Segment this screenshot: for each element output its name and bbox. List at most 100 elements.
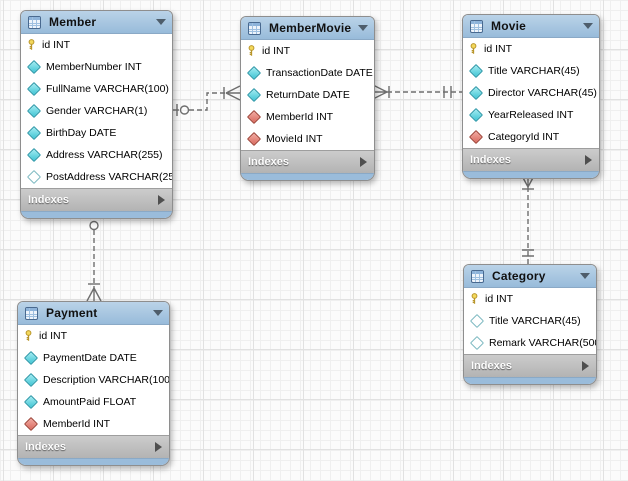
relationship-membermovie-movie[interactable] [372,84,462,100]
column-row[interactable]: PostAddress VARCHAR(255) [21,166,172,188]
column-row[interactable]: Director VARCHAR(45) [463,82,599,104]
relationship-member-membermovie[interactable] [171,85,241,116]
foreign-key-icon [23,416,39,432]
column-notnull-icon [23,394,39,410]
primary-key-icon [468,43,481,55]
column-label: ReturnDate DATE [266,89,350,101]
indexes-bar[interactable]: Indexes [463,148,599,171]
indexes-bar[interactable]: Indexes [464,354,596,377]
column-label: MemberId INT [266,111,334,123]
column-label: MemberNumber INT [46,61,142,73]
expand-arrow-icon[interactable] [582,361,589,371]
column-row[interactable]: MovieId INT [241,128,374,150]
column-label: FullName VARCHAR(100) [46,83,169,95]
column-notnull-icon [468,85,484,101]
indexes-bar[interactable]: Indexes [18,435,169,458]
primary-key-icon [23,330,36,342]
collapse-arrow-icon[interactable] [583,23,593,29]
column-row[interactable]: id INT [463,38,599,60]
column-label: MovieId INT [266,133,323,145]
column-row[interactable]: MemberId INT [18,413,169,435]
column-row[interactable]: YearReleased INT [463,104,599,126]
table-title: Payment [46,306,98,320]
column-row[interactable]: MemberNumber INT [21,56,172,78]
column-row[interactable]: id INT [464,288,596,310]
expand-arrow-icon[interactable] [585,155,592,165]
table-icon [25,306,38,320]
indexes-label: Indexes [248,156,289,168]
table-member[interactable]: Member id INT MemberNumber INT FullName … [20,10,173,219]
column-notnull-icon [26,81,42,97]
primary-key-icon [26,39,39,51]
column-row[interactable]: TransactionDate DATE [241,62,374,84]
column-row[interactable]: id INT [18,325,169,347]
column-label: TransactionDate DATE [266,67,373,79]
column-notnull-icon [468,107,484,123]
column-row[interactable]: MemberId INT [241,106,374,128]
table-title: Category [492,269,546,283]
collapse-arrow-icon[interactable] [358,25,368,31]
primary-key-icon [469,293,482,305]
table-title: Member [49,15,97,29]
table-footer [464,377,596,384]
table-title: MemberMovie [269,21,352,35]
column-label: id INT [39,330,68,342]
expand-arrow-icon[interactable] [158,195,165,205]
table-movie-header[interactable]: Movie [463,15,599,38]
column-label: id INT [484,43,513,55]
table-footer [241,173,374,180]
indexes-bar[interactable]: Indexes [241,150,374,173]
column-row[interactable]: Title VARCHAR(45) [463,60,599,82]
indexes-bar[interactable]: Indexes [21,188,172,211]
table-icon [248,21,261,35]
column-label: id INT [262,45,291,57]
column-row[interactable]: BirthDay DATE [21,122,172,144]
indexes-label: Indexes [470,154,511,166]
column-row[interactable]: PaymentDate DATE [18,347,169,369]
column-row[interactable]: id INT [241,40,374,62]
table-movie[interactable]: Movie id INT Title VARCHAR(45) Director … [462,14,600,179]
table-payment-header[interactable]: Payment [18,302,169,325]
expand-arrow-icon[interactable] [360,157,367,167]
primary-key-icon [246,45,259,57]
indexes-label: Indexes [28,194,69,206]
table-member-header[interactable]: Member [21,11,172,34]
column-row[interactable]: Remark VARCHAR(500) [464,332,596,354]
column-row[interactable]: Description VARCHAR(100) [18,369,169,391]
column-label: BirthDay DATE [46,127,117,139]
column-label: Director VARCHAR(45) [488,87,597,99]
relationship-movie-category[interactable] [520,173,536,264]
column-row[interactable]: FullName VARCHAR(100) [21,78,172,100]
column-row[interactable]: AmountPaid FLOAT [18,391,169,413]
collapse-arrow-icon[interactable] [153,310,163,316]
column-row[interactable]: Gender VARCHAR(1) [21,100,172,122]
column-label: Address VARCHAR(255) [46,149,163,161]
collapse-arrow-icon[interactable] [156,19,166,25]
table-footer [463,171,599,178]
column-row[interactable]: Address VARCHAR(255) [21,144,172,166]
column-row[interactable]: id INT [21,34,172,56]
relationship-member-payment[interactable] [86,215,102,302]
column-label: Gender VARCHAR(1) [46,105,148,117]
table-icon [28,15,41,29]
column-label: Title VARCHAR(45) [488,65,580,77]
column-notnull-icon [26,147,42,163]
table-category[interactable]: Category id INT Title VARCHAR(45) Remark… [463,264,597,385]
column-row[interactable]: CategoryId INT [463,126,599,148]
column-label: PostAddress VARCHAR(255) [46,171,173,183]
table-title: Movie [491,19,527,33]
column-label: id INT [42,39,71,51]
expand-arrow-icon[interactable] [155,442,162,452]
table-payment[interactable]: Payment id INT PaymentDate DATE Descript… [17,301,170,466]
table-membermovie[interactable]: MemberMovie id INT TransactionDate DATE … [240,16,375,181]
table-footer [18,458,169,465]
column-nullable-icon [469,335,485,351]
column-notnull-icon [468,63,484,79]
column-row[interactable]: Title VARCHAR(45) [464,310,596,332]
column-row[interactable]: ReturnDate DATE [241,84,374,106]
foreign-key-icon [246,109,262,125]
table-membermovie-header[interactable]: MemberMovie [241,17,374,40]
collapse-arrow-icon[interactable] [580,273,590,279]
table-category-header[interactable]: Category [464,265,596,288]
